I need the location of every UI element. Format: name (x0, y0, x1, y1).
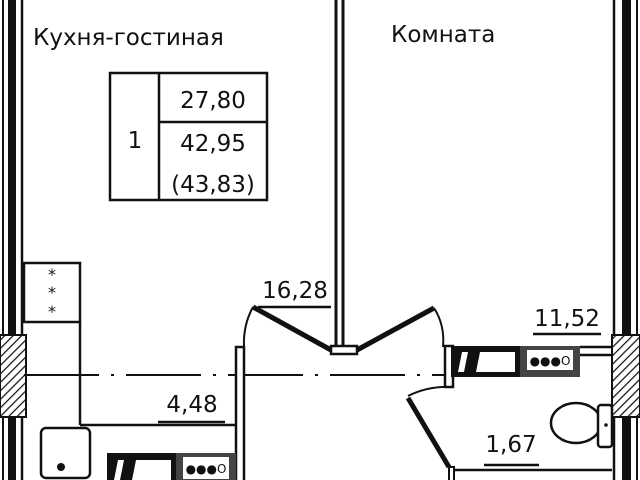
kitchen-living-area: 16,28 (262, 278, 328, 304)
cabinet-mark: * (48, 283, 56, 302)
washing-machine-left: ●●●O (107, 453, 236, 480)
bathroom-area: 1,67 (485, 432, 536, 458)
left-window-hatch (0, 334, 27, 418)
living-area: 27,80 (180, 88, 246, 114)
apartment-area-table: 1 27,80 42,95 (43,83) (108, 71, 269, 202)
hall-area: 4,48 (166, 392, 217, 418)
sink-icon (39, 426, 92, 480)
cabinet-mark: * (48, 302, 56, 321)
room-area: 11,52 (534, 306, 600, 332)
room-label: Комната (391, 22, 495, 48)
kitchen-living-label: Кухня-гостиная (33, 25, 224, 51)
total-area-with-balcony: (43,83) (171, 172, 255, 198)
kitchen-cabinet: * * * (22, 261, 82, 324)
left-outer-wall (0, 0, 27, 480)
bathroom-wall-stub (448, 466, 455, 480)
washing-machine-right: ●●●O (451, 346, 580, 377)
partition-wall (329, 0, 359, 356)
hall-wall (234, 345, 246, 480)
toilet-icon (549, 401, 614, 449)
rooms-count: 1 (128, 128, 143, 154)
total-area: 42,95 (180, 131, 246, 157)
control-panel-glyph: ●●●O (530, 354, 571, 368)
cabinet-mark: * (48, 265, 56, 284)
right-outer-wall (611, 0, 640, 480)
kitchen-door (242, 304, 333, 353)
bathroom-door (405, 385, 452, 469)
room-door (355, 305, 445, 353)
right-window-hatch (611, 334, 640, 418)
control-panel-glyph: ●●●O (186, 462, 227, 476)
